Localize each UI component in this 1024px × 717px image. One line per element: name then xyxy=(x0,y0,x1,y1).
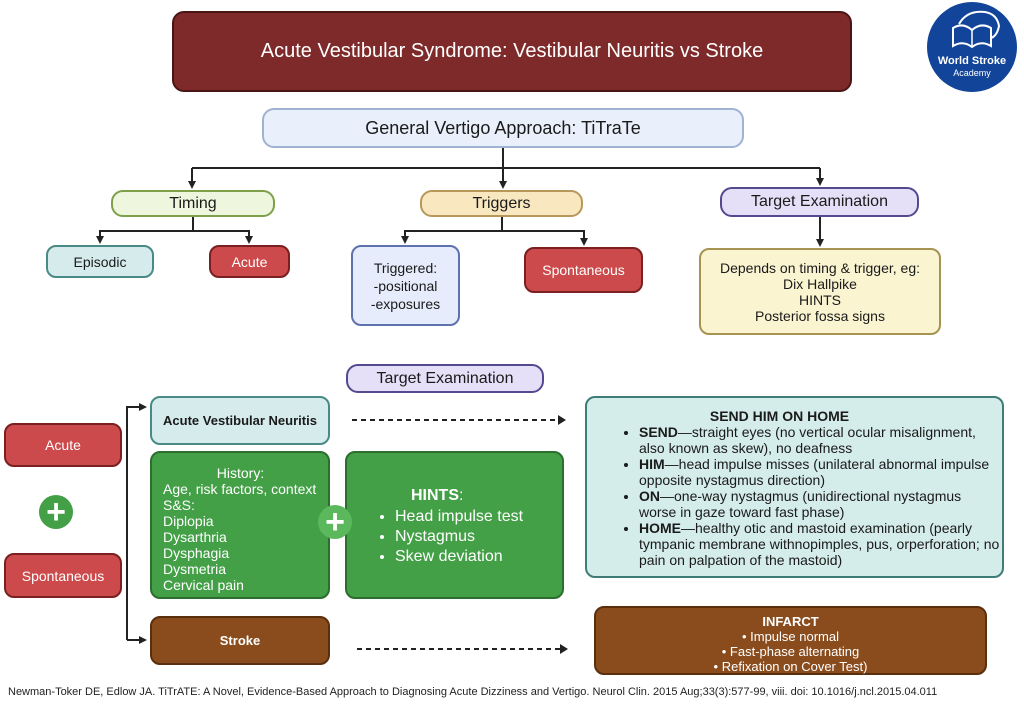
stroke-label: Stroke xyxy=(219,633,261,648)
send-him-key: SEND xyxy=(639,424,678,440)
infarct-item: Fast-phase alternating xyxy=(596,644,985,659)
book-brain-icon xyxy=(952,10,1001,49)
infarct-title: INFARCT xyxy=(762,614,819,629)
target-detail-item: HINTS xyxy=(798,291,841,308)
hints-title-colon: : xyxy=(459,487,464,504)
triggers-label: Triggers xyxy=(472,194,531,212)
arrow-to-neuritis xyxy=(126,403,147,640)
timing-label: Timing xyxy=(169,194,217,212)
hints-item: Skew deviation xyxy=(395,547,562,567)
episodic-node: Episodic xyxy=(46,245,154,278)
timing-node: Timing xyxy=(111,190,275,217)
history-line: Dysphagia xyxy=(163,545,230,561)
spontaneous-label: Spontaneous xyxy=(542,262,625,278)
world-stroke-academy-logo: World Stroke Academy xyxy=(927,2,1017,92)
send-him-key: HIM xyxy=(639,456,665,472)
neuritis-label: Acute Vestibular Neuritis xyxy=(163,413,317,428)
acute-vestibular-neuritis-node: Acute Vestibular Neuritis xyxy=(150,396,330,445)
lower-target-examination-label: Target Examination xyxy=(346,364,544,393)
triggered-title: Triggered: xyxy=(373,259,438,276)
dashed-arrowhead-neuritis xyxy=(558,415,566,425)
history-line: Age, risk factors, context xyxy=(163,481,317,497)
send-him-item: SEND—straight eyes (no vertical ocular m… xyxy=(639,424,1002,456)
hints-item: Nystagmus xyxy=(395,527,562,547)
arrow-to-acute xyxy=(193,230,253,244)
input-spontaneous-label: Spontaneous xyxy=(21,567,105,584)
target-detail-node: Depends on timing & trigger, eg: Dix Hal… xyxy=(699,248,941,335)
send-him-on-home-node: SEND HIM ON HOME SEND—straight eyes (no … xyxy=(585,396,1004,578)
send-him-key: HOME xyxy=(639,520,681,536)
target-examination-label: Target Examination xyxy=(751,193,888,210)
input-acute-node: Acute xyxy=(4,423,122,467)
spontaneous-node: Spontaneous xyxy=(524,247,643,293)
hints-item: Head impulse test xyxy=(395,507,562,527)
page-title: Acute Vestibular Syndrome: Vestibular Ne… xyxy=(172,11,852,92)
dashed-arrowhead-stroke xyxy=(560,644,568,654)
history-line: Dysmetria xyxy=(163,561,227,577)
logo-subtitle: Academy xyxy=(953,68,991,78)
lower-target-label-text: Target Examination xyxy=(376,369,514,387)
hints-title-text: HINTS xyxy=(411,487,459,504)
target-detail-item: Dix Hallpike xyxy=(783,275,857,292)
send-him-item: HOME—healthy otic and mastoid examinatio… xyxy=(639,520,1002,568)
approach-label: General Vertigo Approach: TiTraTe xyxy=(365,117,641,138)
send-him-key: ON xyxy=(639,488,660,504)
send-him-item: ON—one-way nystagmus (unidirectional nys… xyxy=(639,488,1002,520)
history-line: S&S: xyxy=(163,497,195,513)
send-him-title: SEND HIM ON HOME xyxy=(709,408,850,424)
send-him-text: —head impulse misses (unilateral abnorma… xyxy=(639,456,990,488)
send-him-list: SEND—straight eyes (no vertical ocular m… xyxy=(587,424,1002,568)
infarct-item: Impulse normal xyxy=(596,629,985,644)
history-line: Diplopia xyxy=(163,513,214,529)
infarct-item: Refixation on Cover Test) xyxy=(596,659,985,674)
acute-node: Acute xyxy=(209,245,290,278)
history-node: History: Age, risk factors, context S&S:… xyxy=(150,451,330,599)
send-him-text: —healthy otic and mastoid examination (p… xyxy=(639,520,1000,568)
history-line: Cervical pain xyxy=(163,577,244,593)
plus-icon: + xyxy=(39,495,73,529)
acute-label: Acute xyxy=(231,253,268,270)
input-acute-label: Acute xyxy=(45,437,81,453)
page-title-text: Acute Vestibular Syndrome: Vestibular Ne… xyxy=(260,40,764,62)
target-detail-item: Posterior fossa signs xyxy=(755,307,885,324)
hints-title: HINTS: xyxy=(347,487,562,505)
send-him-item: HIM—head impulse misses (unilateral abno… xyxy=(639,456,1002,488)
history-line: Dysarthria xyxy=(163,529,227,545)
episodic-label: Episodic xyxy=(73,253,127,270)
stroke-node: Stroke xyxy=(150,616,330,665)
send-him-text: —one-way nystagmus (unidirectional nysta… xyxy=(639,488,962,520)
infarct-list: Impulse normal Fast-phase alternating Re… xyxy=(596,629,985,674)
arrow-to-triggered xyxy=(401,217,503,244)
arrow-to-episodic xyxy=(96,217,194,244)
triggered-node: Triggered: -positional -exposures xyxy=(351,245,460,326)
triggered-positional: -positional xyxy=(373,277,438,294)
send-him-text: —straight eyes (no vertical ocular misal… xyxy=(639,424,976,456)
arrow-to-spontaneous xyxy=(502,230,588,246)
target-examination-node: Target Examination xyxy=(720,187,919,217)
plus-icon: + xyxy=(318,505,352,539)
titrate-approach-node: General Vertigo Approach: TiTraTe xyxy=(262,108,744,148)
triggers-node: Triggers xyxy=(420,190,583,217)
input-spontaneous-node: Spontaneous xyxy=(4,553,122,598)
hints-node: HINTS: Head impulse test Nystagmus Skew … xyxy=(345,451,564,599)
target-detail-intro: Depends on timing & trigger, eg: xyxy=(719,259,920,276)
logo-name: World Stroke xyxy=(937,55,1007,67)
hints-list: Head impulse test Nystagmus Skew deviati… xyxy=(347,507,562,567)
triggered-exposures: -exposures xyxy=(370,295,441,312)
infarct-node: INFARCT Impulse normal Fast-phase altern… xyxy=(594,606,987,675)
history-title: History: xyxy=(216,465,265,481)
citation: Newman-Toker DE, Edlow JA. TiTrATE: A No… xyxy=(8,686,938,698)
